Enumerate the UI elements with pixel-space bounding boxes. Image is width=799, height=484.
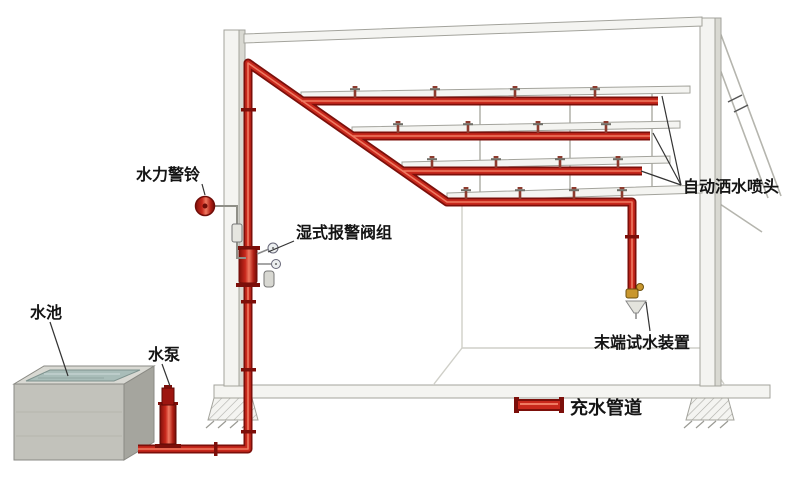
label-water-pump: 水泵 xyxy=(148,345,180,364)
legend: 充水管道 xyxy=(514,397,642,418)
break-mark xyxy=(727,94,743,103)
water-pump xyxy=(155,385,181,448)
break-mark xyxy=(733,104,749,113)
building-structure xyxy=(205,16,782,429)
hydraulic-alarm-bell xyxy=(194,195,246,259)
right-footing xyxy=(685,397,735,421)
end-test-device xyxy=(625,283,647,319)
test-valve-wheel xyxy=(636,283,644,291)
ground-hatch xyxy=(205,420,729,429)
roof-edge-line xyxy=(716,23,782,197)
test-funnel xyxy=(625,300,647,314)
label-water-pool: 水池 xyxy=(30,303,62,322)
label-hydraulic-alarm-bell: 水力警铃 xyxy=(136,165,200,184)
right-column xyxy=(699,17,722,387)
label-auto-sprinkler-heads: 自动洒水喷头 xyxy=(683,177,779,196)
leader-lines xyxy=(49,95,682,387)
tank-front-face xyxy=(13,383,125,461)
top-chord-beam xyxy=(243,16,703,44)
label-water-filled-pipe: 充水管道 xyxy=(570,397,642,418)
left-column xyxy=(223,29,246,387)
delay-chamber xyxy=(263,270,275,288)
floor-slab xyxy=(213,384,771,399)
label-wet-alarm-valve-group: 湿式报警阀组 xyxy=(295,223,392,242)
back-wall-lines xyxy=(433,206,725,385)
test-valve xyxy=(625,288,639,299)
water-tank xyxy=(12,365,156,461)
label-end-test-device: 末端试水装置 xyxy=(594,333,690,352)
retard-chamber xyxy=(231,223,243,243)
pipe-flanges xyxy=(214,108,639,456)
piping-network xyxy=(138,63,658,456)
